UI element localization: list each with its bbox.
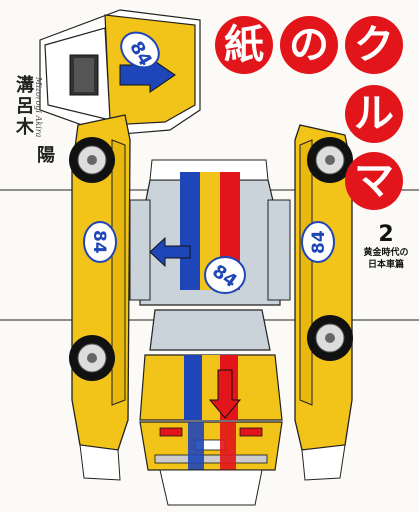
- volume-subtitle-line1: 黄金時代の: [363, 248, 409, 258]
- title-char-3: ク: [345, 16, 403, 74]
- author-surname: 溝呂木: [13, 75, 34, 138]
- title-char-5: マ: [345, 152, 403, 210]
- center-body-piece: 84: [129, 159, 291, 506]
- author-block: 溝呂木 Mizorogi Akira 陽: [6, 75, 55, 185]
- author-romaji: Mizorogi Akira: [34, 77, 43, 138]
- right-race-number: 84: [309, 230, 329, 254]
- volume-number: 2: [378, 222, 394, 247]
- hood-piece: 84: [39, 9, 201, 136]
- left-race-number: 84: [89, 230, 109, 254]
- left-side-panel: 84: [69, 114, 131, 481]
- title-char-2: の: [280, 16, 338, 74]
- title-char-4: ル: [345, 85, 403, 143]
- author-given-name: 陽: [34, 145, 55, 163]
- right-side-panel: 84: [294, 124, 353, 481]
- volume-subtitle-line2: 日本車篇: [367, 260, 404, 270]
- volume-block: 2 黄金時代の 日本車篇: [355, 222, 417, 271]
- title-char-1: 紙: [215, 16, 273, 74]
